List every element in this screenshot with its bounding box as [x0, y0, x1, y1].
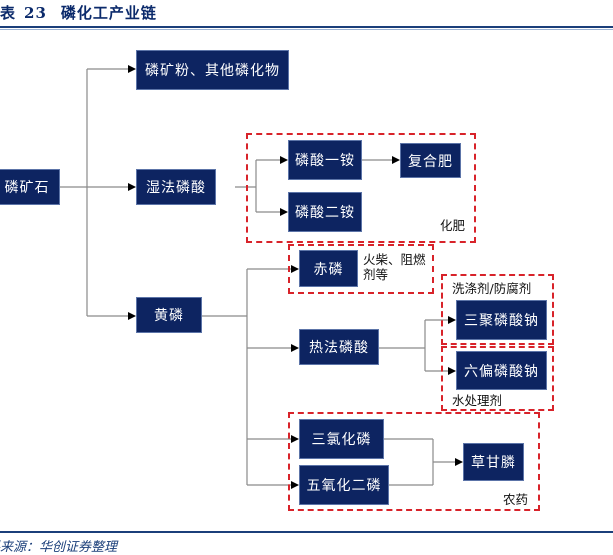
- node-rock-powder: 磷矿粉、其他磷化物: [136, 50, 289, 90]
- caption-prefix: 表: [0, 4, 17, 22]
- footer-rule: [0, 531, 613, 533]
- caption-title: 磷化工产业链: [60, 4, 157, 22]
- node-shmp: 六偏磷酸钠: [456, 351, 547, 390]
- node-red-p: 赤磷: [299, 250, 358, 287]
- group-red-p-use: [288, 244, 434, 294]
- node-p2o5: 五氧化二磷: [299, 465, 389, 505]
- node-phosphate-rock: 磷矿石: [0, 169, 60, 205]
- node-map: 磷酸一铵: [288, 140, 362, 180]
- group-water-treatment: [441, 346, 554, 411]
- header-rule-thin: [0, 29, 613, 30]
- node-wet-acid: 湿法磷酸: [136, 169, 216, 205]
- label-detergent: 洗涤剂/防腐剂: [452, 281, 532, 296]
- label-red-p-use-2: 剂等: [363, 267, 389, 282]
- figure-caption: 表 23 磷化工产业链: [0, 2, 157, 23]
- label-red-p-use-1: 火柴、阻燃: [363, 252, 426, 267]
- node-stpp: 三聚磷酸钠: [456, 300, 547, 340]
- label-fertilizer: 化肥: [440, 218, 466, 233]
- label-pesticide: 农药: [503, 492, 529, 507]
- group-fertilizer: [246, 133, 476, 243]
- node-compound-fert: 复合肥: [400, 143, 461, 178]
- header-rule: [0, 26, 613, 28]
- node-dap: 磷酸二铵: [288, 192, 362, 232]
- node-pcl3: 三氯化磷: [299, 419, 384, 459]
- group-detergent: [441, 274, 554, 345]
- source-note: 资料来源：华创证券整理: [0, 540, 118, 555]
- group-pesticide: [288, 412, 540, 511]
- caption-number: 23: [24, 4, 47, 22]
- label-water-treatment: 水处理剂: [452, 393, 503, 408]
- node-glyphosate: 草甘膦: [463, 443, 524, 481]
- node-yellow-p: 黄磷: [136, 297, 202, 333]
- node-thermal-acid: 热法磷酸: [299, 329, 379, 365]
